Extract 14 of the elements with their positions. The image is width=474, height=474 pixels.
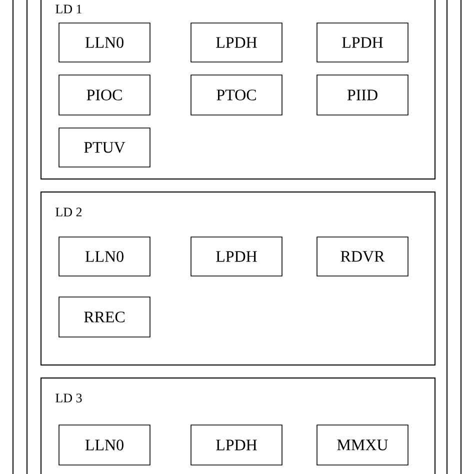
- node-box: MMXU: [316, 424, 408, 466]
- node-box: PIOC: [58, 74, 150, 116]
- node-box: LPDH: [190, 236, 282, 276]
- node-box: RDVR: [316, 236, 408, 276]
- node-box: LLN0: [58, 424, 150, 466]
- node-box: PTOC: [190, 74, 282, 116]
- node-box: LPDH: [316, 22, 408, 62]
- node-box: RREC: [58, 296, 150, 338]
- node-box: LLN0: [58, 236, 150, 276]
- node-box: PTUV: [58, 128, 150, 168]
- node-box: LPDH: [190, 424, 282, 466]
- node-box: LPDH: [190, 22, 282, 62]
- node-box: PIID: [316, 74, 408, 116]
- node-box: LLN0: [58, 22, 150, 62]
